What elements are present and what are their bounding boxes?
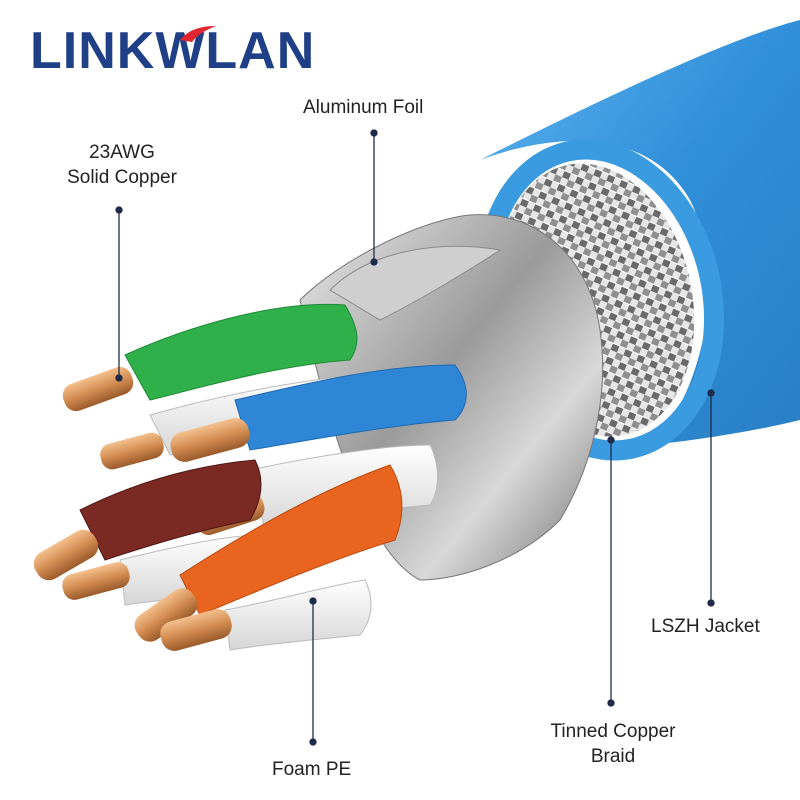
logo-text: LINKWLAN — [30, 22, 316, 80]
callout-aluminum-foil: Aluminum Foil — [303, 95, 423, 120]
callout-tinned-braid-line2: Braid — [590, 746, 636, 767]
callout-foam-pe-text: Foam PE — [272, 759, 352, 780]
white-wire-4 — [224, 579, 372, 651]
callout-solid-copper-line2: Solid Copper — [67, 167, 177, 188]
green-wire-copper — [62, 366, 134, 412]
brand-logo: LINKWLAN — [30, 20, 315, 82]
callout-tinned-braid: Tinned Copper Braid — [543, 719, 683, 769]
blue-wire — [234, 364, 467, 451]
callout-aluminum-foil-text: Aluminum Foil — [303, 97, 424, 118]
orange-wire-copper — [134, 588, 198, 642]
orange-wire — [179, 464, 403, 616]
callout-tinned-braid-line1: Tinned Copper — [550, 721, 676, 742]
callout-lszh-jacket-text: LSZH Jacket — [651, 616, 760, 637]
leader-lines — [115, 129, 715, 746]
green-wire — [124, 303, 358, 401]
logo-swoosh-icon — [180, 26, 216, 42]
white-wire-4-copper — [160, 609, 232, 651]
white-wire-1-copper — [100, 432, 164, 470]
blue-wire-copper — [170, 418, 250, 462]
callout-foam-pe: Foam PE — [272, 757, 351, 782]
brown-wire-copper — [33, 529, 99, 581]
white-wire-3-copper — [62, 562, 130, 600]
callout-solid-copper-line1: 23AWG — [89, 142, 155, 163]
callout-lszh-jacket: LSZH Jacket — [651, 614, 760, 639]
callout-solid-copper: 23AWG Solid Copper — [60, 140, 184, 190]
brown-wire — [79, 459, 262, 561]
